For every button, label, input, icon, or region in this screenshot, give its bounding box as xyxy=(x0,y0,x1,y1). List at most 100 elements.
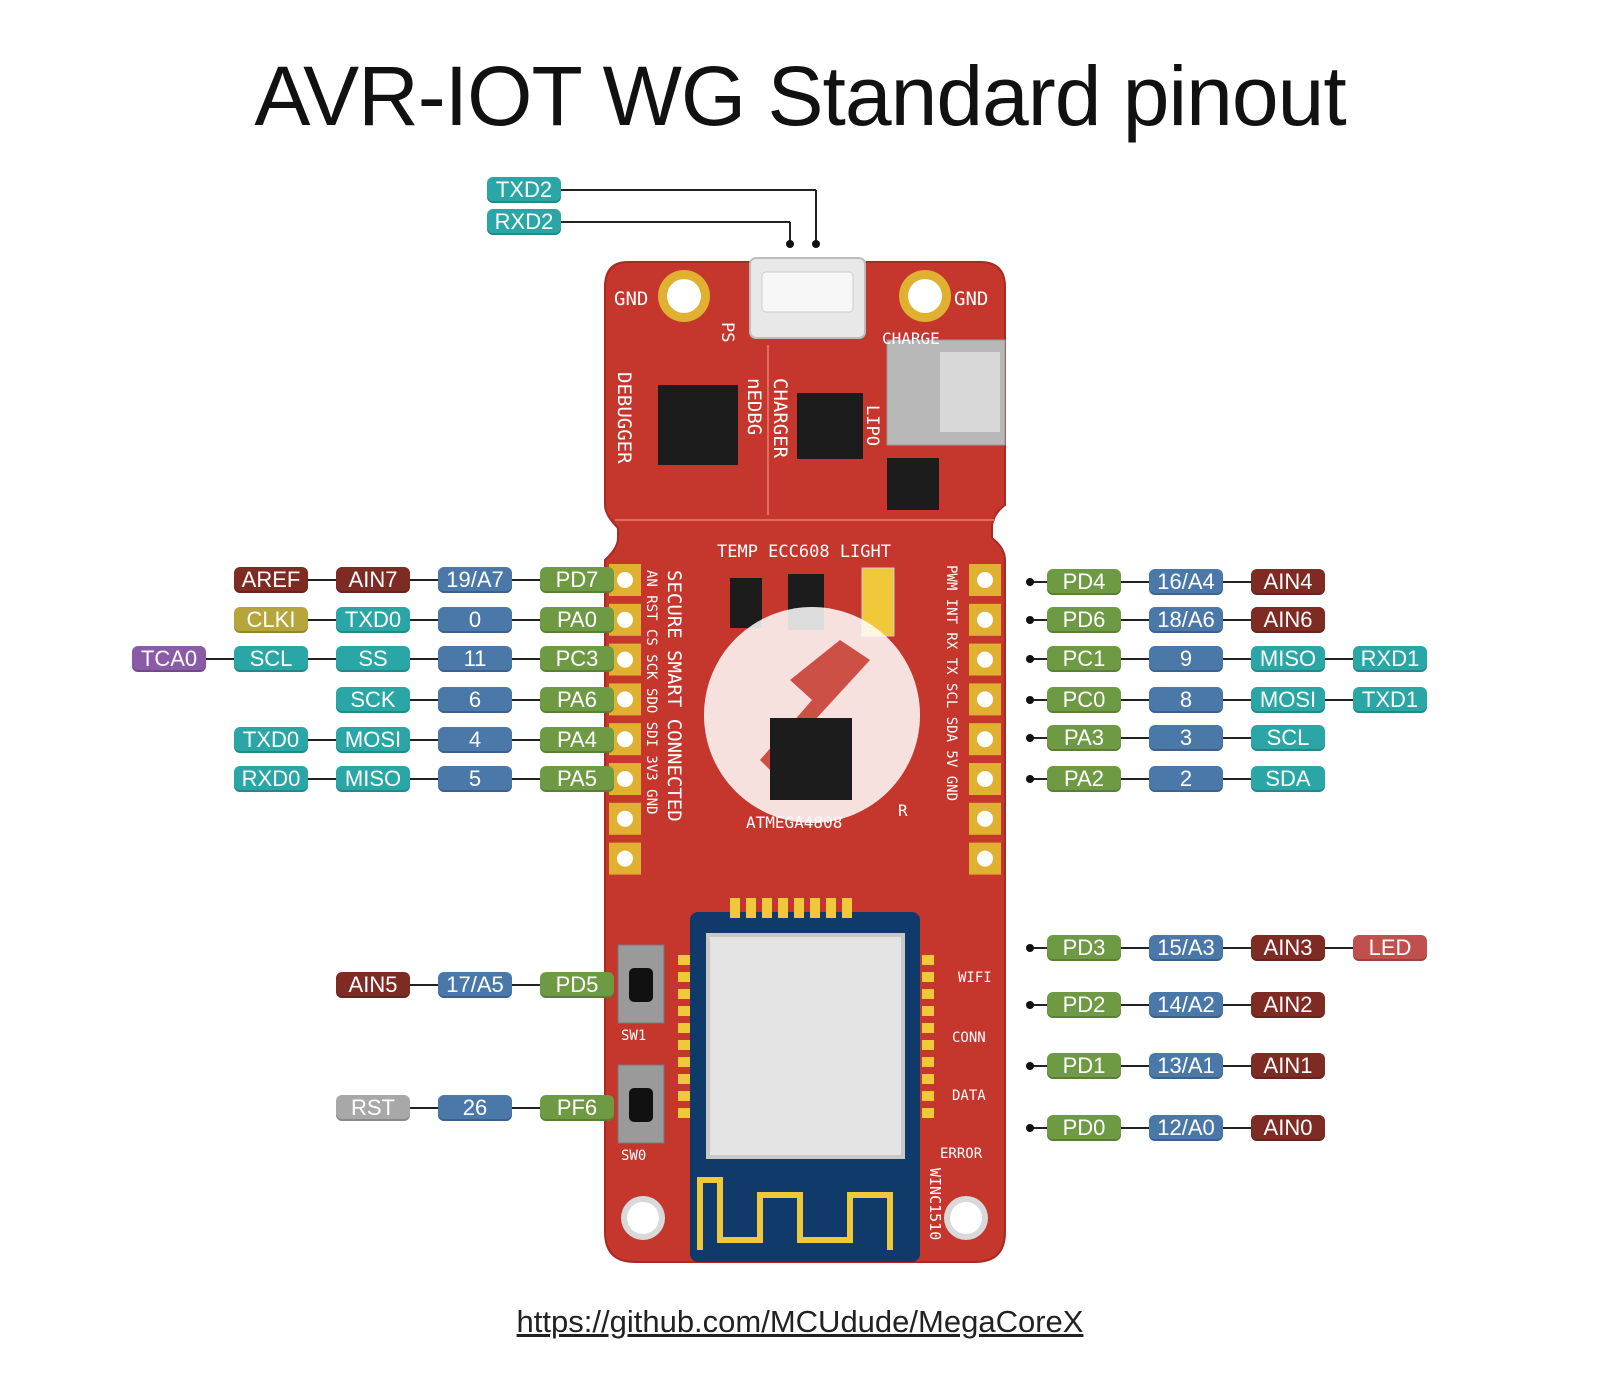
wifi-module-shield xyxy=(706,933,905,1159)
nedbg-label: nEDBG xyxy=(743,378,765,435)
pin-label-miso: MISO xyxy=(336,766,410,792)
module-pad xyxy=(922,1074,934,1084)
conn-label: CONN xyxy=(952,1030,986,1046)
module-pad xyxy=(810,898,820,918)
pin-label-txd0: TXD0 xyxy=(234,727,308,753)
pin-label-pd6: PD6 xyxy=(1047,607,1121,633)
header-pin-hole xyxy=(977,810,993,827)
pin-label-17-a5: 17/A5 xyxy=(438,972,512,998)
gnd-right-label: GND xyxy=(954,288,988,310)
charger-label: CHARGER xyxy=(769,378,791,459)
pin-label-scl: SCL xyxy=(1251,725,1325,751)
pin-label-ain3: AIN3 xyxy=(1251,935,1325,961)
pin-label-ain2: AIN2 xyxy=(1251,992,1325,1018)
pin-label-11: 11 xyxy=(438,646,512,672)
right-pin-dot xyxy=(1026,1062,1034,1070)
module-pad xyxy=(922,955,934,965)
pin-label-4: 4 xyxy=(438,727,512,753)
pin-label-pc0: PC0 xyxy=(1047,687,1121,713)
module-label: WINC1510 xyxy=(926,1168,944,1240)
pin-label-13-a1: 13/A1 xyxy=(1149,1053,1223,1079)
header-pin-hole xyxy=(617,731,633,748)
temp-sensor xyxy=(730,578,762,628)
pin-label-pd7: PD7 xyxy=(540,567,614,593)
pin-label-ain6: AIN6 xyxy=(1251,607,1325,633)
pin-label-rst: RST xyxy=(336,1095,410,1121)
header-pin-hole xyxy=(617,771,633,787)
module-pad xyxy=(842,898,852,918)
left-header-label: AN RST CS SCK SDO SDI 3V3 GND xyxy=(643,570,659,814)
pin-label-pa2: PA2 xyxy=(1047,766,1121,792)
pin-label-txd1: TXD1 xyxy=(1353,687,1427,713)
lipo-label: LIPO xyxy=(862,405,882,446)
header-pin-hole xyxy=(977,651,993,668)
pin-label-mosi: MOSI xyxy=(1251,687,1325,713)
pin-label-rxd1: RXD1 xyxy=(1353,646,1427,672)
header-pin-hole xyxy=(617,611,633,628)
right-header xyxy=(969,564,1001,875)
usb-label-rxd2: RXD2 xyxy=(487,209,561,235)
module-pad xyxy=(826,898,836,918)
pin-label-19-a7: 19/A7 xyxy=(438,567,512,593)
pin-label-sda: SDA xyxy=(1251,766,1325,792)
footer-link[interactable]: https://github.com/MCUdude/MegaCoreX xyxy=(516,1304,1084,1339)
pin-label-rxd0: RXD0 xyxy=(234,766,308,792)
header-pin-hole xyxy=(977,611,993,628)
right-pin-dot xyxy=(1026,655,1034,663)
pin-label-ain5: AIN5 xyxy=(336,972,410,998)
module-pad xyxy=(746,898,756,918)
sw1-label: SW1 xyxy=(621,1028,646,1044)
pin-label-3: 3 xyxy=(1149,725,1223,751)
error-label: ERROR xyxy=(940,1146,983,1162)
module-pad xyxy=(762,898,772,918)
pin-label-0: 0 xyxy=(438,607,512,633)
header-pin-hole xyxy=(617,572,633,588)
sensors-label: TEMP ECC608 LIGHT xyxy=(717,542,891,562)
right-pin-dot xyxy=(1026,1001,1034,1009)
header-pin-hole xyxy=(977,771,993,787)
header-pin-hole xyxy=(617,850,633,867)
sw1-button-cap xyxy=(629,968,653,1002)
pin-label-pc1: PC1 xyxy=(1047,646,1121,672)
pin-label-ain0: AIN0 xyxy=(1251,1115,1325,1141)
usb-pin-dot xyxy=(812,240,820,248)
pin-label-tca0: TCA0 xyxy=(132,646,206,672)
mcu-label: ATMEGA4808 xyxy=(746,813,842,832)
module-pad xyxy=(922,1023,934,1033)
right-pin-dot xyxy=(1026,578,1034,586)
pin-label-pd3: PD3 xyxy=(1047,935,1121,961)
registered-mark: R xyxy=(898,801,908,820)
right-pin-dot xyxy=(1026,1124,1034,1132)
pin-label-pd0: PD0 xyxy=(1047,1115,1121,1141)
debugger-label: DEBUGGER xyxy=(613,372,635,464)
pin-label-pd5: PD5 xyxy=(540,972,614,998)
pin-label-pa5: PA5 xyxy=(540,766,614,792)
pin-label-5: 5 xyxy=(438,766,512,792)
module-pad xyxy=(922,1091,934,1101)
data-label: DATA xyxy=(952,1088,986,1104)
pin-label-pf6: PF6 xyxy=(540,1095,614,1121)
module-pad xyxy=(794,898,804,918)
mount-hole-bl-inner xyxy=(627,1202,659,1234)
module-pad xyxy=(678,1074,690,1084)
module-pad xyxy=(678,989,690,999)
header-pin-hole xyxy=(617,810,633,827)
left-header xyxy=(609,564,641,875)
usb-connector-inner xyxy=(761,271,854,313)
mount-hole-tl-inner xyxy=(667,279,701,313)
right-pin-dot xyxy=(1026,775,1034,783)
module-pad xyxy=(678,1108,690,1118)
pin-label-12-a0: 12/A0 xyxy=(1149,1115,1223,1141)
module-pad xyxy=(678,1006,690,1016)
pin-label-pd4: PD4 xyxy=(1047,569,1121,595)
pin-label-18-a6: 18/A6 xyxy=(1149,607,1223,633)
pin-label-scl: SCL xyxy=(234,646,308,672)
module-pad xyxy=(778,898,788,918)
pin-label-pa4: PA4 xyxy=(540,727,614,753)
charge-label: CHARGE xyxy=(882,329,940,348)
pin-label-pd2: PD2 xyxy=(1047,992,1121,1018)
header-pin-hole xyxy=(617,651,633,668)
module-pad xyxy=(922,1108,934,1118)
wifi-label: WIFI xyxy=(958,970,992,986)
